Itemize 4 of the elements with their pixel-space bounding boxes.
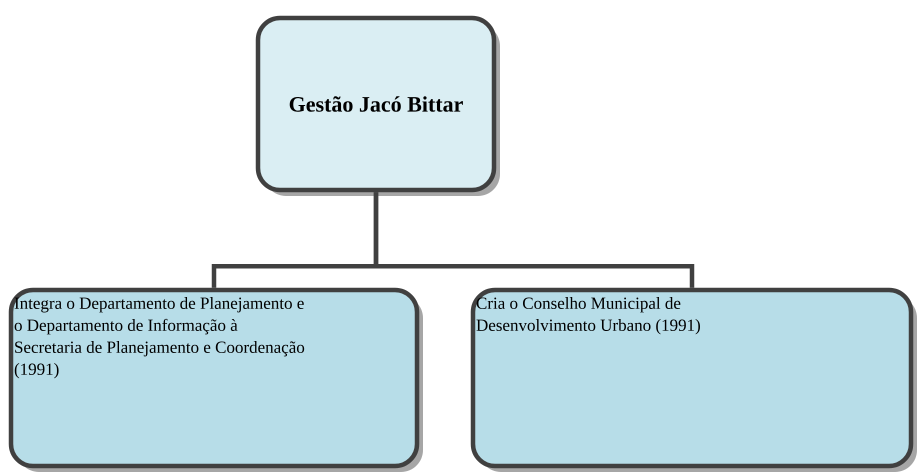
process-box: Gestão Jacó Bittar xyxy=(256,16,500,196)
connector xyxy=(374,192,694,288)
process-box: Integra o Departamento de Planejamento e o Departamento de Informação à Secretaria de Planejamento e Coordenação (1991) xyxy=(8,288,423,472)
process-box: Cria o Conselho Municipal de Desenvolvimento Urbano (1991) xyxy=(470,288,917,472)
